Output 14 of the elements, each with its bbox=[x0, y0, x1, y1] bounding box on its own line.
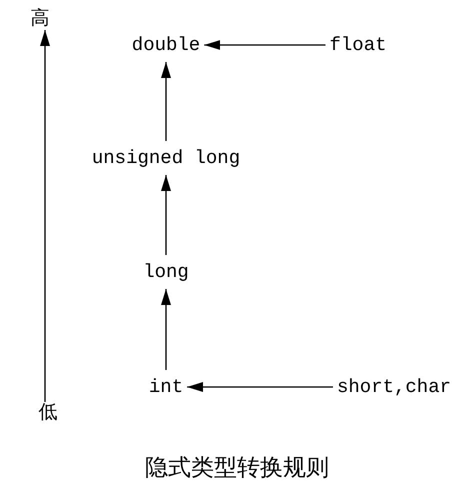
scale-label: 低 bbox=[38, 400, 58, 425]
type-label: long bbox=[139, 255, 193, 289]
type-label: float bbox=[326, 28, 390, 62]
arrow bbox=[204, 40, 326, 50]
caption: 隐式类型转换规则 bbox=[144, 454, 330, 483]
scale-label: 高 bbox=[30, 6, 50, 31]
type-label: unsigned long bbox=[88, 141, 244, 175]
arrow bbox=[161, 62, 171, 141]
type-label: int bbox=[144, 370, 188, 404]
type-label: short,char bbox=[332, 370, 456, 404]
arrow bbox=[161, 289, 171, 370]
type-label: double bbox=[128, 28, 204, 62]
arrow bbox=[161, 175, 171, 255]
arrow bbox=[187, 382, 333, 392]
